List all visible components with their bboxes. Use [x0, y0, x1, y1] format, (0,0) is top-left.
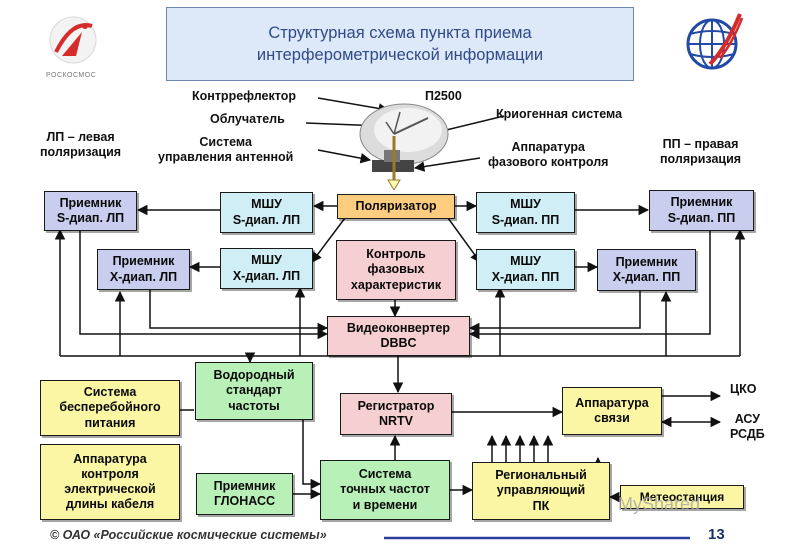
block-recorder: Регистратор NRTV — [340, 393, 452, 435]
globe-logo-icon — [686, 13, 744, 70]
block-lna-s-lp: МШУ S-диап. ЛП — [220, 192, 313, 233]
block-polarizer: Поляризатор — [337, 194, 455, 219]
block-time-system: Система точных частот и времени — [320, 460, 450, 520]
block-hydrogen-standard: Водородный стандарт частоты — [195, 362, 313, 420]
block-lna-x-pp: МШУ X-диап. ПП — [476, 249, 575, 290]
label-right-polarization: ПП – правая поляризация — [660, 137, 742, 166]
label-counterreflector: Контррефлектор — [192, 89, 296, 103]
page-number: 13 — [708, 526, 725, 543]
footer-copyright: © ОАО «Российские космические системы» — [50, 528, 327, 542]
block-videoconverter: Видеоконвертер DBBC — [327, 316, 470, 356]
block-regional-pc: Региональный управляющий ПК — [472, 462, 610, 520]
block-cable-control: Аппаратура контроля электрической длины … — [40, 444, 180, 520]
satellite-dish-icon — [359, 103, 449, 190]
block-rx-s-pp: Приемник S-диап. ПП — [649, 190, 754, 231]
label-feed: Облучатель — [210, 112, 285, 126]
block-phase-control: Контроль фазовых характеристик — [336, 240, 456, 300]
block-rx-x-pp: Приемник X-диап. ПП — [597, 249, 696, 291]
label-cryogenic: Криогенная система — [496, 107, 623, 121]
label-left-polarization: ЛП – левая поляризация — [40, 130, 122, 159]
block-lna-s-pp: МШУ S-диап. ПП — [476, 192, 575, 233]
block-ups: Система бесперебойного питания — [40, 380, 180, 436]
diagram-title: Структурная схема пункта приема интерфер… — [166, 7, 634, 81]
label-antenna-control: Система управления антенной — [158, 135, 294, 164]
label-phase-control-hw: Аппаратура фазового контроля — [488, 140, 609, 169]
roscosmos-logo-text: РОСКОСМОС — [46, 72, 97, 79]
block-comm-hw: Аппаратура связи — [562, 387, 662, 435]
label-p2500: П2500 — [425, 89, 462, 103]
watermark-text: MyShared — [618, 494, 701, 514]
block-weather-station: Метеостанция — [620, 485, 744, 509]
block-lna-x-lp: МШУ X-диап. ЛП — [220, 248, 313, 289]
block-rx-x-lp: Приемник X-диап. ЛП — [97, 249, 190, 290]
block-rx-s-lp: Приемник S-диап. ЛП — [44, 191, 137, 231]
roscosmos-logo-icon — [49, 16, 97, 64]
label-cko: ЦКО — [730, 382, 757, 396]
label-asu-rsdb: АСУ РСДБ — [730, 412, 765, 441]
block-glonass-rx: Приемник ГЛОНАСС — [196, 473, 293, 515]
